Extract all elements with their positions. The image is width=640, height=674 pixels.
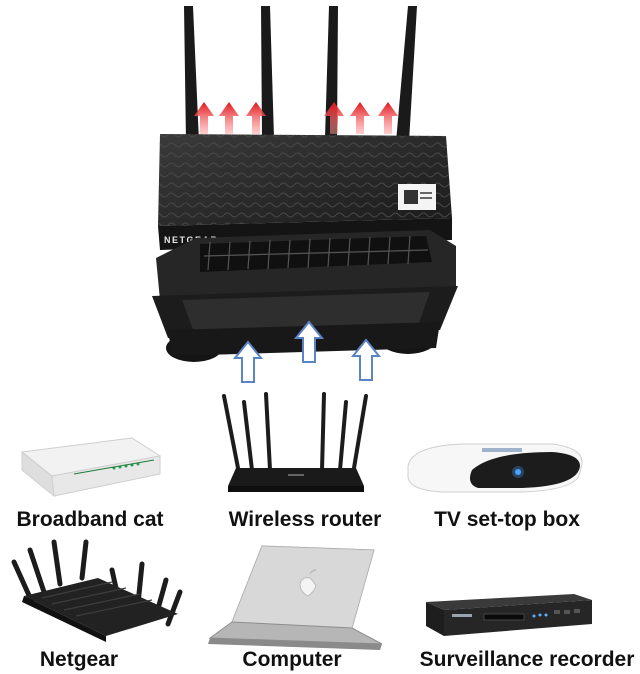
device-tv-set-top-box	[402, 436, 586, 498]
device-wireless-router	[214, 388, 378, 496]
heat-arrow-icon	[324, 102, 344, 134]
device-label: Broadband cat	[16, 508, 164, 531]
device-label: TV set-top box	[434, 508, 580, 531]
heat-arrow-icon	[350, 102, 370, 134]
airflow-arrow-icon	[350, 338, 382, 381]
dvr-recorder-icon	[426, 594, 592, 636]
device-surveillance-recorder	[424, 592, 594, 642]
heat-arrow-icon	[246, 102, 266, 134]
brand-logo: NETGEAR	[164, 235, 219, 245]
device-label: Netgear	[39, 648, 119, 671]
router-body: NETGEAR	[158, 134, 452, 250]
laptop-icon	[208, 545, 382, 650]
broadband-modem-icon	[20, 437, 162, 498]
heat-arrow-group	[194, 102, 398, 134]
heat-arrow-icon	[194, 102, 214, 134]
device-netgear	[2, 536, 192, 642]
airflow-arrow-group	[232, 320, 382, 383]
device-broadband-cat	[14, 424, 164, 499]
set-top-box-icon	[407, 443, 583, 493]
airflow-arrow-icon	[232, 340, 264, 383]
antenna-group	[184, 6, 417, 142]
device-label: Surveillance recorder	[419, 648, 635, 671]
device-label: Wireless router	[228, 508, 382, 531]
wireless-router-icon	[222, 392, 368, 492]
antenna-icon	[396, 6, 417, 142]
heat-arrow-icon	[219, 102, 239, 134]
airflow-arrow-icon	[293, 320, 325, 363]
device-label: Computer	[242, 648, 342, 671]
antenna-icon	[261, 6, 274, 138]
device-computer	[206, 540, 382, 652]
antenna-icon	[184, 6, 199, 142]
gaming-router-icon	[11, 539, 183, 642]
heat-arrow-icon	[378, 102, 398, 134]
router-fan-illustration: NETGEAR	[152, 6, 458, 383]
